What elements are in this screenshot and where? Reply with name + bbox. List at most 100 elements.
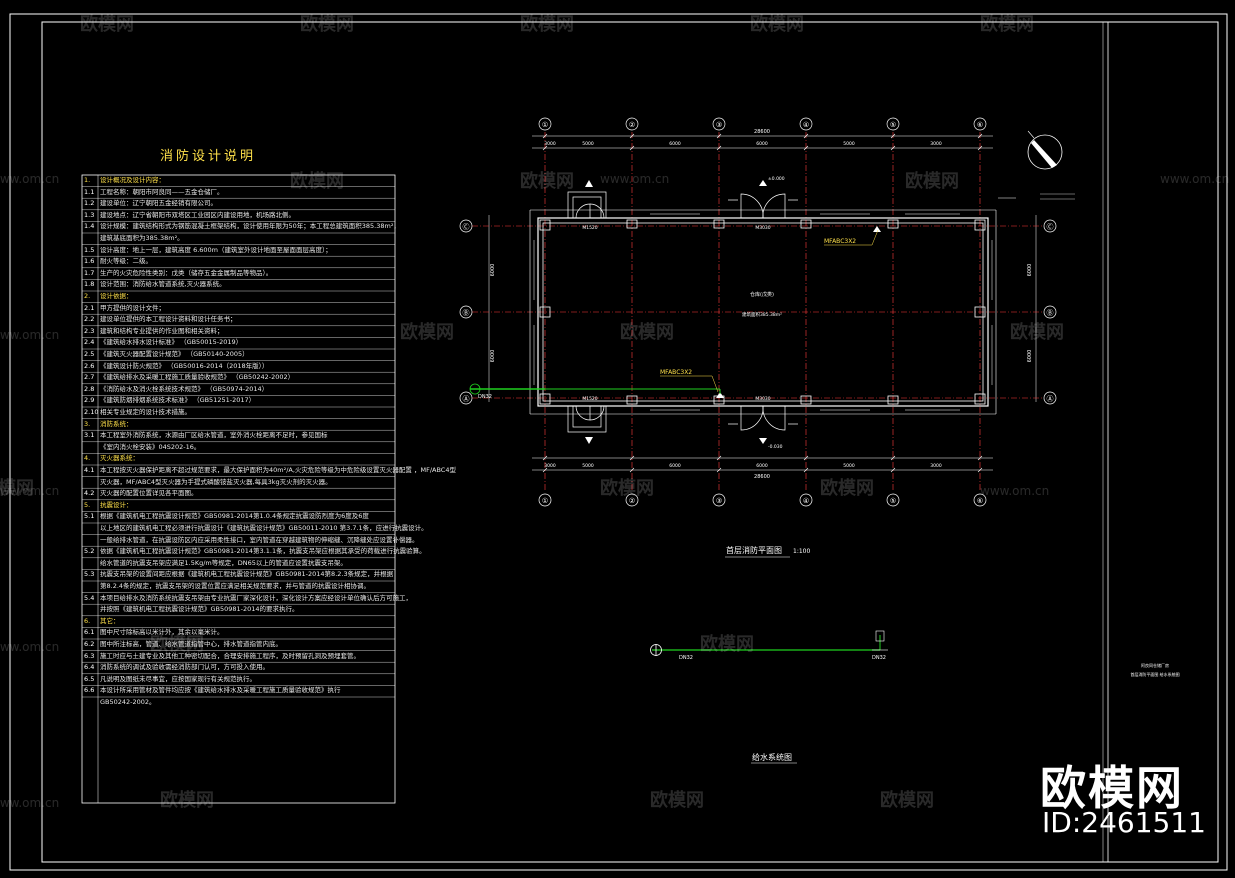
sheet-outer-frame: [9, 13, 1228, 871]
watermark-brand: 欧模网: [750, 14, 804, 35]
notes-row-text: 《建筑防烟排烟系统技术标准》 （GB51251-2017）: [100, 396, 256, 405]
watermark-brand: 欧模网: [905, 171, 959, 192]
notes-row: 1.5 设计高度：地上一层，建筑高度 6.600m（建筑室外设计地面至屋面面层高度…: [82, 245, 395, 257]
notes-row-text: 耐火等级：二级。: [100, 257, 152, 266]
pipe-dn-label: DN32: [478, 394, 492, 400]
brand-logo: 欧模网: [1040, 761, 1184, 815]
axis-label: ③: [716, 121, 722, 129]
notes-row-text: 设计依据：: [100, 292, 133, 300]
notes-row-number: 1.: [84, 176, 91, 184]
watermark-url: www.om.cn: [0, 484, 60, 498]
axis-label: Ⓒ: [1047, 223, 1054, 231]
notes-row-number: 1.3: [84, 210, 95, 219]
watermark-brand: 欧模网: [880, 790, 934, 811]
bay-dimension: 6000: [669, 463, 681, 469]
axis-label: ②: [629, 121, 635, 129]
pipe-label-lower: MFABC3X2: [660, 369, 692, 376]
notes-row-number: 2.9: [84, 396, 95, 405]
bay-dimension: 6000: [756, 463, 768, 469]
door-tag-4: M3030: [755, 396, 770, 402]
axis-bubble: [886, 493, 900, 507]
notes-row-text: 《室内消火栓安装》04S202-16。: [100, 442, 201, 451]
bay-dimension: 5000: [843, 463, 855, 469]
notes-row-number: 1.4: [84, 222, 95, 231]
notes-section-heading: 5.抗震设计：: [82, 500, 395, 512]
left-dimension-1: 6000: [490, 264, 496, 277]
bay-dimension: 5000: [582, 463, 594, 469]
notes-row-text: 给水管道的抗震支吊架应满足1.5Kg/m等规定，DN65以上的管道应设置抗震支吊…: [100, 558, 347, 567]
notes-row-number: 2.3: [84, 326, 95, 335]
bay-dimension: 6000: [669, 141, 681, 147]
axis-bubble: [1043, 391, 1057, 405]
notes-row-text: 《建筑给水排水设计标准》 （GB50015-2019）: [100, 338, 243, 347]
notes-section-heading: 6.其它：: [82, 616, 395, 628]
notes-row-number: 5.: [84, 500, 91, 509]
axis-bubble: [886, 117, 900, 131]
notes-row-number: 4.1: [84, 466, 95, 474]
notes-section-heading: 3. 消防系统：: [82, 419, 395, 431]
total-dimension-top: 28600: [754, 129, 770, 135]
notes-section-heading: 1. 设计概况及设计内容：: [82, 175, 395, 187]
axis-label: ②: [629, 497, 635, 505]
watermark-brand: 欧模网: [980, 14, 1034, 35]
notes-row-number: 2.4: [84, 338, 95, 347]
axis-label: Ⓐ: [1047, 395, 1054, 403]
bay-dimension: 3000: [930, 141, 942, 147]
notes-row: 给水管道的抗震支吊架应满足1.5Kg/m等规定，DN65以上的管道应设置抗震支吊…: [82, 558, 395, 570]
bay-dimension: 3000: [544, 141, 556, 147]
notes-row-number: 2.7: [84, 373, 95, 382]
notes-row-number: 5.2: [84, 547, 95, 556]
axis-bubble: [973, 493, 987, 507]
notes-row-text: 生产的火灾危险性类别：戊类（储存五金金属制品等物品）。: [100, 268, 273, 277]
notes-row-number: 1.2: [84, 199, 95, 208]
notes-row-number: 6.2: [84, 640, 95, 648]
axis-label: ③: [716, 497, 722, 505]
bay-dimension: 5000: [582, 141, 594, 147]
bay-dimension-labels: 3000 3000 5000 5000 6000 6000 6000 6000 5000 5000…: [542, 133, 983, 473]
bay-dimension: 3000: [544, 463, 556, 469]
room-area: 建筑面积385.38m²: [742, 311, 782, 318]
notes-row-text: 建设单位：辽宁朝阳五金经销有限公司。: [100, 199, 217, 208]
north-arrow-icon: [1027, 130, 1063, 170]
bay-dimension: 5000: [843, 141, 855, 147]
notes-row: 第8.2.4条的规定，抗震支吊架的设置位置应满足相关规范要求，并与管道的抗震设计…: [82, 581, 395, 593]
notes-row-number: 4.: [84, 454, 91, 463]
room-label: 仓库(戊类): [750, 291, 774, 298]
notes-row-text: 本工程室外消防系统，水源由厂区给水管道，室外消火栓距离不足时，参见国标: [100, 431, 328, 440]
axis-bubble: [712, 117, 726, 131]
bay-dimension: 6000: [756, 141, 768, 147]
notes-row-text: 灭火器，MF/ABC4型灭火器为手提式磷酸铵盐灭火器,每具3kg灭火剂的灭火器。: [100, 477, 332, 486]
axis-bubble: [799, 493, 813, 507]
axis-label: ④: [803, 497, 809, 505]
notes-row-text: 设计高度：地上一层，建筑高度 6.600m（建筑室外设计地面至屋面面层高度）；: [100, 245, 332, 254]
level-top: ±0.000: [768, 176, 785, 182]
notes-row-number: 2.8: [84, 384, 95, 393]
notes-row-text: 一般给排水管道，在抗震设防区内应采用柔性接口，室内管道在穿越建筑物的伸缩缝、沉降…: [100, 535, 419, 544]
watermark-brand: 欧模网: [520, 171, 574, 192]
notes-row-text: 设计概况及设计内容：: [100, 176, 165, 184]
notes-row: GB50242-2002。: [82, 697, 395, 709]
watermark-url: www.om.cn: [0, 328, 60, 342]
system-title: 给水系统图: [752, 752, 792, 762]
axis-bubble: [538, 493, 552, 507]
notes-row-text: 图中尺寸除标高以米计外，其余以毫米计。: [100, 628, 224, 637]
watermark-brand: 欧模网: [820, 478, 874, 499]
notes-row-number: 3.: [84, 419, 91, 428]
notes-row-text: 第8.2.4条的规定，抗震支吊架的设置位置应满足相关规范要求，并与管道的抗震设计…: [100, 582, 371, 590]
axis-label: ⑥: [977, 497, 983, 505]
watermark-url: www.om.cn: [0, 796, 60, 810]
axis-label: Ⓐ: [463, 395, 470, 403]
notes-row: 建筑基底面积为385.38m²。: [82, 233, 395, 245]
notes-row-number: 1.5: [84, 245, 95, 254]
notes-row-lines: [82, 186, 395, 698]
notes-row-text: 消防系统：: [100, 419, 133, 428]
legend-note: [1040, 193, 1075, 200]
